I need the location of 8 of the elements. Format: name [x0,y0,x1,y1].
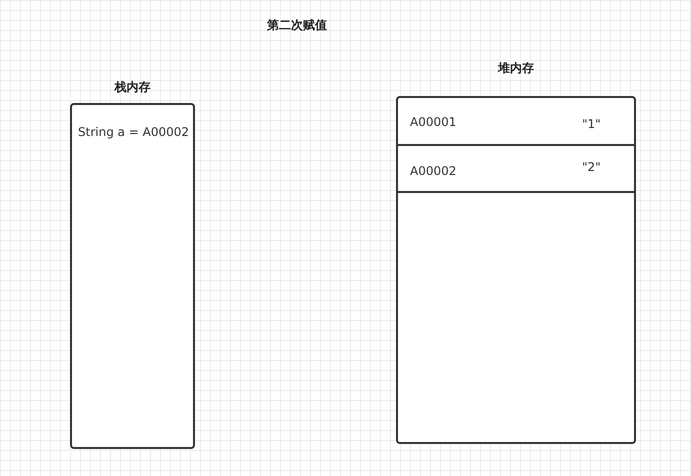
block-heading: 栈内存 [113,79,152,96]
address-label: A00002 [410,164,456,178]
block-heading: 堆内存 [496,60,535,77]
variable-text: String a = A00002 [78,125,190,139]
value-label: "2" [582,160,601,174]
diagram-title: 第二次赋值 [266,17,328,34]
value-label: "1" [582,117,601,131]
address-label: A00001 [410,115,456,129]
